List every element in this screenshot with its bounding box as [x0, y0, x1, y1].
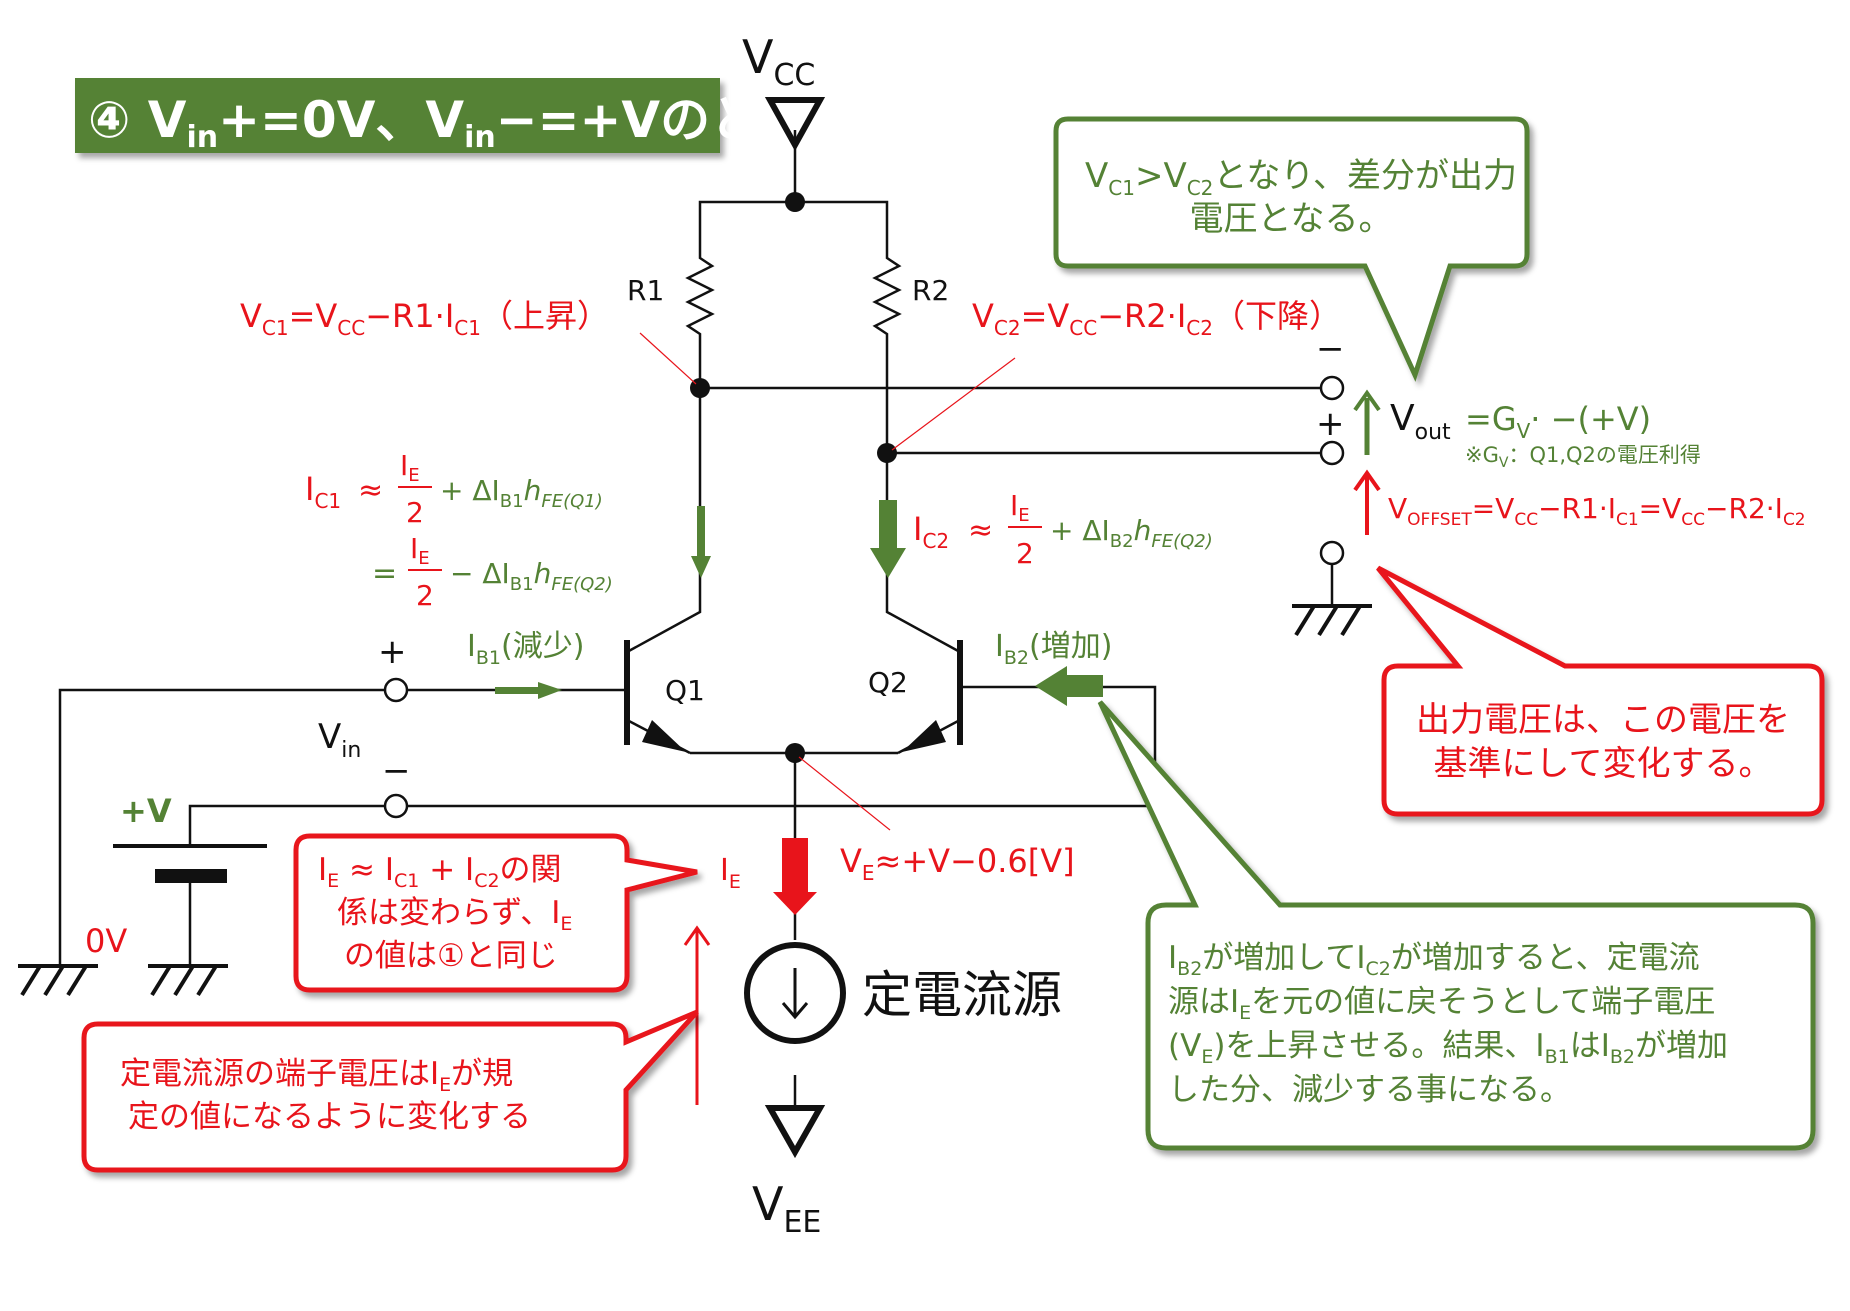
svg-text:− ΔIB1hFE(Q2): − ΔIB1hFE(Q2): [450, 557, 613, 595]
current-source-label: 定電流源: [862, 966, 1062, 1024]
callout-top: VC1>VC2となり、差分が出力 電圧となる。: [1053, 116, 1530, 382]
transistor-q1: [624, 640, 686, 752]
current-arrow-ic1: [691, 506, 711, 578]
battery-symbol: [113, 844, 267, 883]
callout-ie-note: IE ≈ IC1 + IC2の関 係は変わらず、IE の値は①と同じ: [293, 833, 698, 993]
r2-label: R2: [912, 274, 949, 307]
callout-ib2-line3: (VE)を上昇させる。結果、IB1はIB2が増加: [1168, 1028, 1728, 1068]
callout-ie-line2: 係は変わらず、IE: [337, 895, 572, 935]
vc1-equation: VC1=VCC−R1·IC1（上昇）: [240, 297, 609, 340]
callout-ib2-line2: 源はIEを元の値に戻そうとして端子電圧: [1168, 984, 1715, 1024]
ie-label: IE: [720, 853, 741, 893]
callout-ib2-note: IB2が増加してIC2が増加すると、定電流 源はIEを元の値に戻そうとして端子電…: [1097, 700, 1816, 1151]
ground-symbol-battery: [148, 964, 228, 997]
vcc-supply-symbol: [764, 97, 826, 152]
voffset-arrow: [1353, 469, 1381, 535]
callout-ie-line3: の値は①と同じ: [344, 938, 558, 974]
vout-equation: =GV· −(+V): [1465, 400, 1651, 443]
callout-output-line1: 出力電圧は、この電圧を: [1416, 700, 1790, 740]
svg-text:IE: IE: [1010, 489, 1030, 526]
callout-ie-line1: IE ≈ IC1 + IC2の関: [318, 852, 562, 892]
svg-text:2: 2: [1016, 537, 1034, 570]
ground-symbol-left: [18, 964, 98, 997]
vout-label: Vout: [1390, 398, 1451, 445]
ib1-label: IB1(減少): [467, 629, 584, 669]
svg-text:IE: IE: [400, 449, 420, 486]
svg-text:+ ΔIB2hFE(Q2): + ΔIB2hFE(Q2): [1050, 514, 1213, 552]
svg-text:+ ΔIB1hFE(Q1): + ΔIB1hFE(Q1): [440, 474, 603, 512]
cs-voltage-arrow: [683, 925, 711, 1105]
svg-text:IC2: IC2: [913, 510, 949, 553]
junction-nodes: [690, 192, 897, 763]
callout-cs-line1: 定電流源の端子電圧はIEが規: [120, 1056, 513, 1096]
svg-text:≈: ≈: [358, 473, 383, 508]
zero-volt-label: 0V: [85, 922, 127, 960]
q2-label: Q2: [868, 666, 908, 699]
ic1b-equation: = IE 2 − ΔIB1hFE(Q2): [372, 532, 613, 612]
r1-label: R1: [627, 274, 664, 307]
vin-label: Vin: [318, 717, 361, 763]
ic2-equation: IC2 ≈ IE 2 + ΔIB2hFE(Q2): [913, 489, 1213, 570]
gv-note: ※GV：Q1,Q2の電圧利得: [1465, 443, 1701, 471]
vee-supply-symbol: [764, 1105, 826, 1159]
current-arrow-ib1: [495, 682, 562, 699]
terminals: [383, 375, 1345, 819]
ie-current-arrow: [773, 838, 817, 915]
vin-plus-label: +: [378, 632, 407, 672]
svg-text:2: 2: [406, 496, 424, 529]
vout-minus-label: −: [1316, 329, 1345, 369]
callout-cs-note: 定電流源の端子電圧はIEが規 定の値になるように変化する: [81, 1009, 699, 1173]
title-banner: ④ Vin+=0V、Vin−=+Vのとき: [75, 78, 810, 155]
ground-symbol-output: [1292, 604, 1372, 637]
vout-plus-label: +: [1316, 404, 1345, 444]
current-arrow-ib2: [1035, 666, 1103, 706]
current-source-symbol: [744, 942, 846, 1044]
vin-minus-label: −: [382, 751, 411, 791]
q1-label: Q1: [665, 674, 705, 707]
title-text: ④ Vin+=0V、Vin−=+Vのとき: [88, 91, 810, 155]
transistor-q2: [902, 640, 963, 752]
callout-ib2-line4: した分、減少する事になる。: [1168, 1072, 1571, 1108]
vc2-equation: VC2=VCC−R2·IC2（下降）: [972, 297, 1341, 340]
vout-arrow: [1353, 389, 1381, 455]
callout-output: 出力電圧は、この電圧を 基準にして変化する。: [1376, 565, 1825, 817]
voffset-equation: VOFFSET=VCC−R1·IC1=VCC−R2·IC2: [1388, 492, 1806, 530]
callout-top-line2: 電圧となる。: [1190, 199, 1393, 239]
callout-output-line2: 基準にして変化する。: [1434, 744, 1773, 784]
pointer-lines: [639, 332, 1016, 831]
svg-text:2: 2: [416, 579, 434, 612]
callout-top-line1: VC1>VC2となり、差分が出力: [1085, 156, 1517, 200]
ib2-label: IB2(増加): [995, 629, 1112, 669]
vcc-label: VCC: [742, 30, 815, 93]
current-arrow-ic2: [870, 500, 906, 578]
vee-label: VEE: [752, 1177, 821, 1240]
svg-text:IE: IE: [410, 532, 430, 569]
svg-text:IC1: IC1: [305, 470, 341, 513]
ve-label: VE≈+V−0.6[V]: [840, 842, 1075, 885]
callout-cs-line2: 定の値になるように変化する: [128, 1099, 531, 1135]
svg-text:=: =: [372, 556, 397, 591]
callout-ib2-line1: IB2が増加してIC2が増加すると、定電流: [1168, 940, 1700, 980]
ic1-equation: IC1 ≈ IE 2 + ΔIB1hFE(Q1): [305, 449, 603, 529]
battery-label: +V: [120, 792, 172, 830]
svg-text:≈: ≈: [968, 513, 993, 548]
